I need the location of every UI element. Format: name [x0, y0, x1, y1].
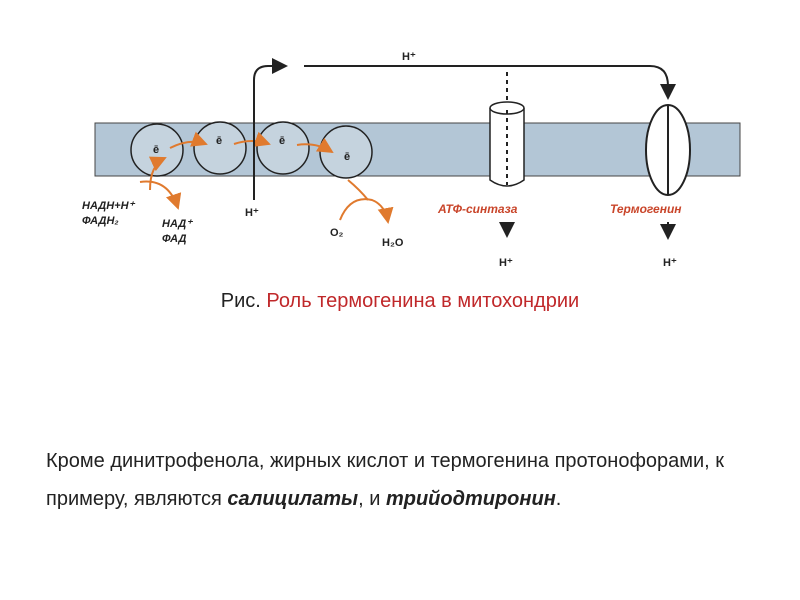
- electron-label: ē: [279, 135, 285, 147]
- thermogenin-diagram: ē ē ē ē H⁺ H⁺ H⁺ H⁺ НАДН+Н⁺ Ф: [82, 51, 741, 269]
- proton-label-thermogenin: H⁺: [663, 257, 677, 269]
- thermogenin-label: Термогенин: [610, 202, 682, 216]
- term-salicylates: салицилаты: [227, 488, 359, 510]
- donor-nadh-label: НАДН+Н⁺: [82, 200, 136, 212]
- proton-label-atp: H⁺: [499, 257, 513, 269]
- carrier-circle: [193, 121, 247, 175]
- caption-prefix: Рис.: [220, 290, 267, 312]
- electron-flow-arrows: [139, 131, 394, 224]
- donor-fadh2-label: ФАДН₂: [82, 215, 119, 227]
- atp-synthase-label: АТФ-синтаза: [437, 202, 518, 216]
- membrane: [94, 122, 741, 177]
- carrier-circle: [130, 123, 184, 177]
- electron-label: ē: [216, 135, 222, 147]
- water-label: H₂O: [382, 237, 404, 249]
- electron-label: ē: [153, 144, 159, 156]
- proton-return-line: [304, 65, 676, 100]
- caption-title: Роль термогенина в митохондрии: [266, 290, 580, 312]
- paragraph-text: .: [555, 488, 562, 510]
- figure-caption: Рис. Роль термогенина в митохондрии: [0, 290, 800, 313]
- body-paragraph: Кроме динитрофенола, жирных кислот и тер…: [46, 442, 766, 518]
- term-triiodothyronine: трийодтиронин: [385, 488, 556, 510]
- proton-label-top: H⁺: [402, 51, 416, 63]
- electron-label: ē: [344, 151, 350, 163]
- thermogenin-channel: [645, 104, 691, 240]
- product-fad-label: ФАД: [162, 233, 187, 245]
- atp-synthase-channel: [489, 72, 525, 238]
- product-nad-label: НАД⁺: [162, 218, 193, 230]
- paragraph-text: Кроме динитрофенола, жирных кислот и тер…: [46, 450, 725, 510]
- carrier-circle: [256, 121, 310, 175]
- paragraph-text: , и: [358, 488, 386, 510]
- proton-label-pump: H⁺: [245, 207, 259, 219]
- proton-pump-arrow: [253, 58, 288, 200]
- oxygen-label: O₂: [330, 227, 344, 239]
- electron-carriers: ē ē ē ē: [130, 121, 373, 179]
